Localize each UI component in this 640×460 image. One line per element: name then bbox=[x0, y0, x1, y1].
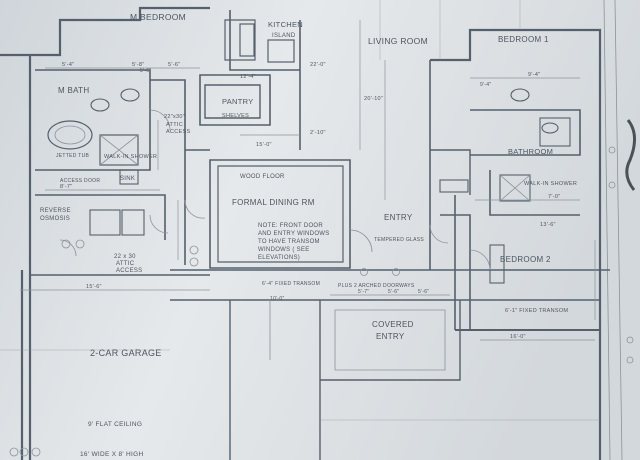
door-swings bbox=[59, 109, 491, 271]
label-shelves: SHELVES bbox=[222, 113, 249, 119]
label-attic-lower: ATTIC bbox=[116, 261, 135, 267]
dim-label: 5'-6" bbox=[418, 289, 429, 295]
dim-label: 9'-4" bbox=[528, 72, 540, 78]
label-formal-dining: FORMAL DINING RM bbox=[232, 198, 315, 207]
fixtures bbox=[47, 23, 571, 284]
label-living-room: LIVING ROOM bbox=[368, 36, 428, 46]
dim-label: 13'-6" bbox=[540, 222, 556, 228]
dim-label: 5'-6" bbox=[140, 68, 151, 74]
label-master-bedroom: M BEDROOM bbox=[130, 12, 186, 22]
note-line-5: ELEVATIONS) bbox=[258, 255, 300, 261]
note-arched-doorways: PLUS 2 ARCHED DOORWAYS bbox=[338, 283, 415, 289]
label-attic-access-size: 22"x30" bbox=[164, 114, 185, 120]
label-covered-entry: ENTRY bbox=[376, 332, 405, 341]
interior-walls bbox=[35, 10, 581, 330]
note-line-4: WINDOWS ( SEE bbox=[258, 247, 310, 253]
label-master-bath: M BATH bbox=[58, 86, 89, 95]
ghost-lines bbox=[0, 0, 600, 421]
label-kitchen: KITCHEN bbox=[268, 20, 303, 29]
note-line-1: NOTE: FRONT DOOR bbox=[258, 223, 323, 229]
note-fixed-transom-2: 6'-4" FIXED TRANSOM bbox=[262, 281, 320, 287]
label-walk-in-shower-bath: WALK-IN SHOWER bbox=[524, 181, 577, 187]
dim-label: 20'-10" bbox=[364, 96, 383, 102]
label-garage: 2-CAR GARAGE bbox=[90, 348, 162, 358]
dim-label: 2'-10" bbox=[310, 130, 326, 136]
note-garage-door: 16' WIDE X 8' HIGH bbox=[80, 451, 144, 458]
dimension-lines bbox=[20, 20, 596, 341]
note-jetted-tub: JETTED TUB bbox=[56, 153, 90, 159]
label-bedroom-2: BEDROOM 2 bbox=[500, 255, 551, 264]
label-osmosis: OSMOSIS bbox=[40, 216, 70, 222]
covered-entry-porch bbox=[229, 300, 461, 460]
notes: NOTE: FRONT DOOR AND ENTRY WINDOWS TO HA… bbox=[56, 153, 568, 458]
circle-symbols bbox=[9, 146, 634, 457]
note-access-door: ACCESS DOOR bbox=[60, 178, 100, 184]
dim-label: 5'-4" bbox=[62, 62, 74, 68]
label-entry: ENTRY bbox=[384, 213, 413, 222]
note-line-3: TO HAVE TRANSOM bbox=[258, 239, 320, 245]
label-wood-floor: WOOD FLOOR bbox=[240, 174, 285, 180]
label-bedroom-1: BEDROOM 1 bbox=[498, 35, 549, 44]
label-attic: ATTIC bbox=[166, 122, 183, 128]
dimension-labels: 5'-4" 5'-8" 5'-6" 22'-0" 12'-4" 9'-4" 2'… bbox=[60, 62, 560, 340]
label-sink: SINK bbox=[120, 176, 135, 182]
dim-label: 15'-6" bbox=[86, 284, 102, 290]
dim-label: 9'-4" bbox=[480, 82, 491, 88]
label-walk-in-shower-master: WALK-IN SHOWER bbox=[104, 154, 157, 160]
note-fixed-transom: 6'-1" FIXED TRANSOM bbox=[505, 308, 568, 314]
dim-label: 5'-6" bbox=[168, 62, 180, 68]
dim-label: 22'-0" bbox=[310, 62, 326, 68]
paper-curl bbox=[625, 119, 636, 191]
note-flat-ceiling: 9' FLAT CEILING bbox=[88, 421, 142, 428]
label-attic-access-lower-size: 22 x 30 bbox=[114, 254, 136, 260]
note-line-2: AND ENTRY WINDOWS bbox=[258, 231, 330, 237]
dim-label: 12'-4" bbox=[240, 74, 256, 80]
note-tempered-glass: TEMPERED GLASS bbox=[374, 237, 424, 243]
dim-label: 15'-0" bbox=[256, 142, 272, 148]
dim-label: 10'-0" bbox=[270, 296, 285, 302]
label-attic-access-lower: ACCESS bbox=[116, 268, 142, 274]
dim-label: 5'-7" bbox=[358, 289, 369, 295]
dim-label: 16'-0" bbox=[510, 334, 526, 340]
label-pantry: PANTRY bbox=[222, 97, 254, 106]
dim-label: 5'-6" bbox=[388, 289, 399, 295]
paper-edge-2 bbox=[614, 0, 623, 460]
label-covered: COVERED bbox=[372, 320, 414, 329]
dim-label: 5'-8" bbox=[132, 62, 144, 68]
paper-edge bbox=[603, 0, 611, 460]
dim-label: 8'-7" bbox=[60, 184, 72, 190]
label-reverse: REVERSE bbox=[40, 208, 71, 214]
label-island: ISLAND bbox=[272, 33, 296, 39]
exterior-walls bbox=[0, 6, 610, 460]
room-labels: M BEDROOM KITCHEN ISLAND LIVING ROOM BED… bbox=[40, 12, 577, 358]
label-bathroom: BATHROOM bbox=[508, 147, 553, 156]
dim-label: 7'-0" bbox=[548, 194, 560, 200]
label-attic-access: ACCESS bbox=[166, 129, 190, 135]
